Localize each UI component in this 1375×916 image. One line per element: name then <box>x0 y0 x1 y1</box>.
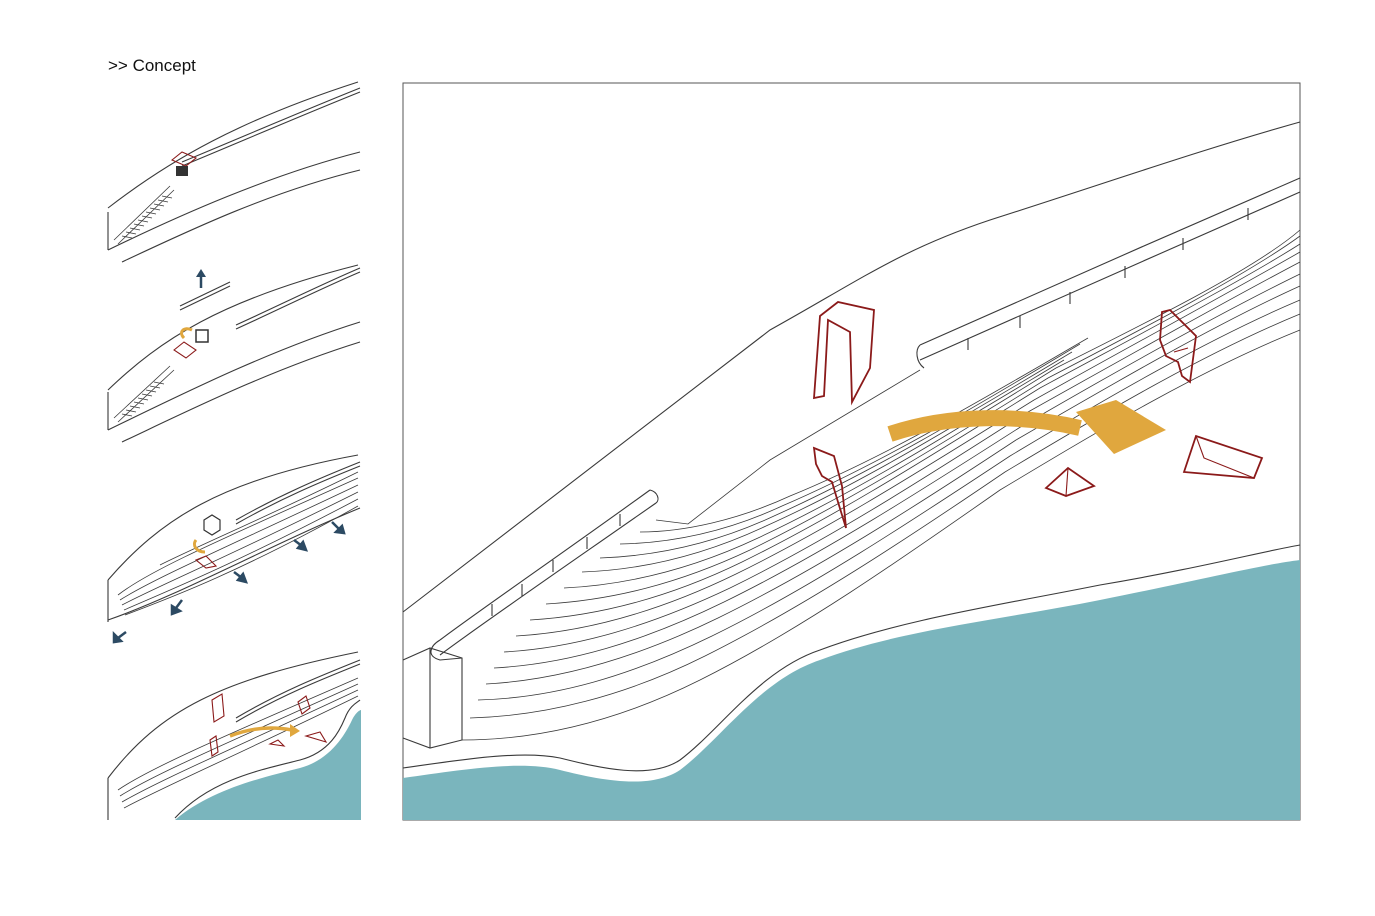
stair-flight <box>113 185 175 245</box>
stepped-seating <box>117 471 359 616</box>
rotate-arrow-icon <box>180 327 193 340</box>
panel-step-3 <box>107 454 361 644</box>
movement-arrow-icon <box>887 400 1166 454</box>
water-area <box>403 560 1300 820</box>
pavilion-pyramid <box>1044 466 1096 497</box>
lift-arrow-icon <box>196 269 206 288</box>
pavilion-small <box>812 446 847 529</box>
page-title: >> Concept <box>108 56 196 75</box>
pavilion-wedge <box>1182 434 1264 479</box>
pavilion-tall <box>813 301 875 406</box>
panel-step-2 <box>107 264 361 443</box>
pavilion-right <box>1159 309 1197 384</box>
main-axonometric-view <box>402 82 1301 821</box>
viewing-tower <box>170 151 198 176</box>
panel-step-1 <box>107 81 361 263</box>
panel-step-4 <box>107 651 361 820</box>
terraced-steps <box>461 229 1301 741</box>
